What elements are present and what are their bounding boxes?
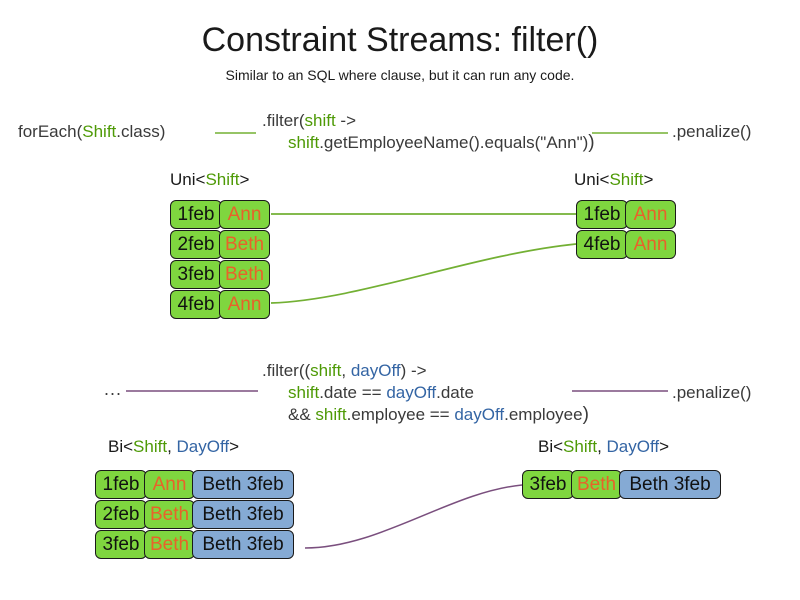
bi-filter-l2-param2: dayOff — [386, 383, 437, 402]
dayoff-cell: Beth 3feb — [192, 500, 294, 529]
shift-date-cell: 2feb — [170, 230, 222, 259]
bi-source-label: ... — [104, 379, 123, 399]
bi-right-caption-suffix: > — [659, 437, 670, 456]
uni-left-caption-suffix: > — [239, 170, 250, 189]
dayoff-cell: Beth 3feb — [619, 470, 721, 499]
uni-left-table: 1feb Ann 2feb Beth 3feb Beth 4feb Ann — [170, 200, 270, 320]
uni-left-caption: Uni<Shift> — [170, 169, 249, 191]
shift-name-cell: Beth — [219, 260, 270, 289]
bi-right-caption-comma: , — [597, 437, 607, 456]
bi-left-caption-type1: Shift — [133, 437, 168, 456]
bi-filter-l3-prefix: && — [288, 405, 316, 424]
uni-filter-line2: shift.getEmployeeName().equals("Ann")) — [262, 132, 595, 154]
uni-right-caption: Uni<Shift> — [574, 169, 653, 191]
uni-filter-prefix: .filter( — [262, 111, 305, 130]
bi-filter-arrow: ) -> — [400, 361, 427, 380]
uni-filter-close-paren: ) — [588, 132, 595, 153]
bi-left-caption: Bi<Shift, DayOff> — [108, 436, 239, 458]
bi-penalize-label: .penalize() — [672, 383, 752, 402]
bi-filter-line1: .filter((shift, dayOff) -> — [262, 361, 427, 380]
shift-date-cell: 3feb — [170, 260, 222, 289]
bi-filter-comma: , — [341, 361, 351, 380]
table-row[interactable]: 4feb Ann — [170, 290, 270, 319]
bi-filter-l2-param1: shift — [288, 383, 320, 402]
shift-name-cell: Beth — [144, 500, 195, 529]
bi-filter-l2-end: .date — [436, 383, 474, 402]
shift-name-cell: Ann — [219, 290, 270, 319]
uni-penalize-label: .penalize() — [672, 122, 752, 141]
uni-filter-arrow: -> — [335, 111, 356, 130]
shift-date-cell: 3feb — [95, 530, 147, 559]
uni-filter-param: shift — [304, 111, 336, 130]
uni-right-table: 1feb Ann 4feb Ann — [576, 200, 676, 260]
bi-left-caption-suffix: > — [229, 437, 240, 456]
flow-uni-row4 — [270, 243, 577, 304]
table-row[interactable]: 1feb Ann — [170, 200, 270, 229]
table-row[interactable]: 3feb Beth — [170, 260, 270, 289]
uni-filter-expression: .filter(shift -> shift.getEmployeeName()… — [262, 110, 595, 154]
shift-date-cell: 3feb — [522, 470, 574, 499]
foreach-suffix: .class) — [116, 122, 166, 141]
uni-filter-body-param: shift — [288, 133, 320, 152]
foreach-prefix: forEach( — [18, 122, 83, 141]
foreach-source-label: forEach(Shift.class) — [18, 121, 165, 143]
bi-filter-l3-mid: .employee == — [346, 405, 455, 424]
shift-name-cell: Ann — [625, 200, 676, 229]
bi-left-caption-type2: DayOff — [176, 437, 230, 456]
shift-date-cell: 1feb — [95, 470, 147, 499]
page-subtitle: Similar to an SQL where clause, but it c… — [225, 67, 575, 83]
shift-date-cell: 2feb — [95, 500, 147, 529]
dayoff-cell: Beth 3feb — [192, 530, 294, 559]
bi-filter-prefix: .filter(( — [262, 361, 311, 380]
bi-filter-l3-param2: dayOff — [454, 405, 505, 424]
uni-left-caption-prefix: Uni< — [170, 170, 206, 189]
table-row[interactable]: 3feb Beth Beth 3feb — [95, 530, 294, 559]
shift-date-cell: 1feb — [170, 200, 222, 229]
bi-left-caption-prefix: Bi< — [108, 437, 134, 456]
table-row[interactable]: 4feb Ann — [576, 230, 676, 259]
bi-filter-l2-mid: .date == — [319, 383, 387, 402]
bi-right-caption-type1: Shift — [563, 437, 598, 456]
bi-filter-param2: dayOff — [350, 361, 401, 380]
bi-right-caption-type2: DayOff — [606, 437, 660, 456]
bi-filter-line2: shift.date == dayOff.date — [262, 382, 589, 404]
flow-bi-row3 — [304, 484, 523, 549]
bi-filter-param1: shift — [310, 361, 342, 380]
bi-left-caption-comma: , — [167, 437, 177, 456]
table-row[interactable]: 1feb Ann Beth 3feb — [95, 470, 294, 499]
uni-filter-body: .getEmployeeName().equals("Ann") — [319, 133, 589, 152]
uni-filter-line1: .filter(shift -> — [262, 111, 356, 130]
shift-date-cell: 1feb — [576, 200, 628, 229]
shift-name-cell: Ann — [219, 200, 270, 229]
bi-right-caption-prefix: Bi< — [538, 437, 564, 456]
bi-filter-close-paren: ) — [582, 404, 589, 425]
shift-name-cell: Beth — [219, 230, 270, 259]
uni-left-caption-type: Shift — [205, 170, 240, 189]
bi-filter-l3-end: .employee — [504, 405, 583, 424]
bi-right-table: 3feb Beth Beth 3feb — [522, 470, 721, 500]
table-row[interactable]: 1feb Ann — [576, 200, 676, 229]
shift-name-cell: Beth — [571, 470, 622, 499]
bi-filter-l3-param1: shift — [315, 405, 347, 424]
page-title: Constraint Streams: filter() — [201, 21, 599, 59]
shift-date-cell: 4feb — [170, 290, 222, 319]
bi-left-table: 1feb Ann Beth 3feb 2feb Beth Beth 3feb 3… — [95, 470, 294, 560]
foreach-type: Shift — [82, 122, 117, 141]
table-row[interactable]: 2feb Beth Beth 3feb — [95, 500, 294, 529]
bi-filter-line3: && shift.employee == dayOff.employee) — [262, 404, 589, 426]
shift-name-cell: Ann — [625, 230, 676, 259]
uni-right-caption-suffix: > — [643, 170, 654, 189]
dayoff-cell: Beth 3feb — [192, 470, 294, 499]
uni-right-caption-prefix: Uni< — [574, 170, 610, 189]
bi-right-caption: Bi<Shift, DayOff> — [538, 436, 669, 458]
uni-right-caption-type: Shift — [609, 170, 644, 189]
shift-name-cell: Beth — [144, 530, 195, 559]
table-row[interactable]: 2feb Beth — [170, 230, 270, 259]
table-row[interactable]: 3feb Beth Beth 3feb — [522, 470, 721, 499]
shift-date-cell: 4feb — [576, 230, 628, 259]
shift-name-cell: Ann — [144, 470, 195, 499]
bi-filter-expression: .filter((shift, dayOff) -> shift.date ==… — [262, 360, 589, 426]
